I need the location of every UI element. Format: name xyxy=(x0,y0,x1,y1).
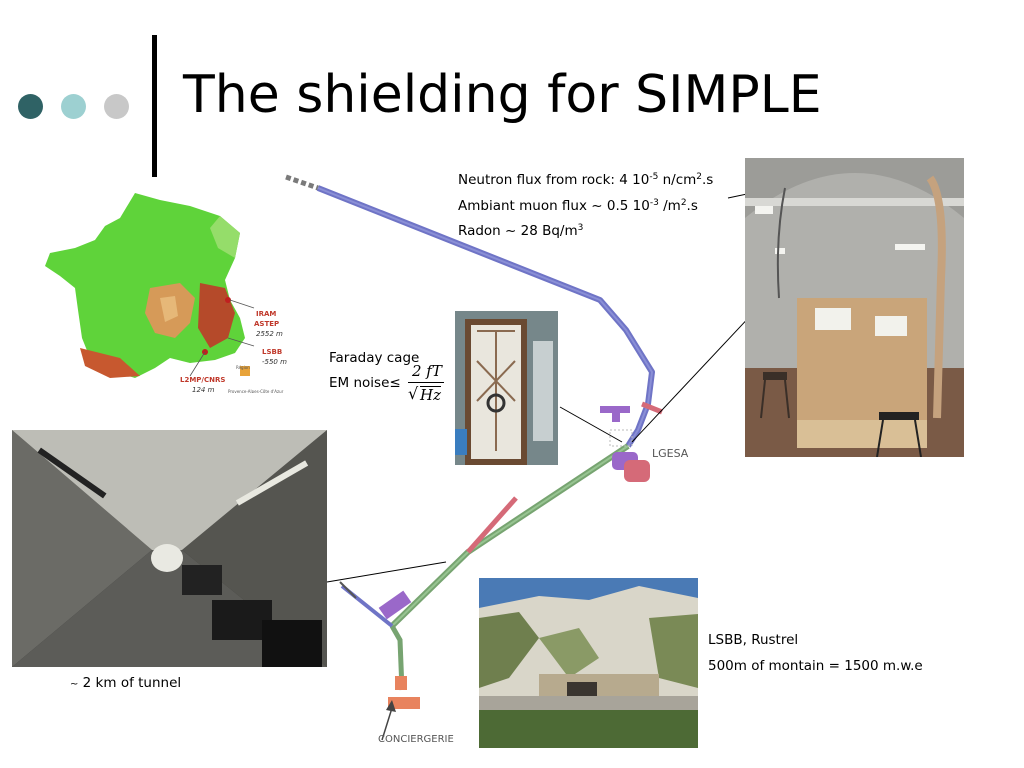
faraday-cage-label: Faraday cage xyxy=(329,350,420,366)
site-depth: 500m of montain = 1500 m.w.e xyxy=(708,658,923,674)
map-label-astep: ASTEP xyxy=(254,320,280,328)
map-label-l2mp-depth: 124 m xyxy=(192,386,215,393)
region-logo xyxy=(240,366,250,376)
decor-dot-dark xyxy=(18,94,43,119)
page-title: The shielding for SIMPLE xyxy=(183,65,822,125)
lsbb-site-photo xyxy=(479,578,698,748)
radon-text: Radon ~ 28 Bq/m3 xyxy=(458,223,584,239)
decor-dot-gray xyxy=(104,94,129,119)
decor-dot-teal xyxy=(61,94,86,119)
em-noise-formula: 2 fT √ Hz xyxy=(406,362,448,408)
conciergerie-label: CONCIERGERIE xyxy=(378,734,454,745)
formula-denominator: Hz xyxy=(420,386,441,404)
map-label-lsbb-depth: -550 m xyxy=(262,358,287,366)
map-label-iram: IRAM xyxy=(256,310,277,318)
simple-detector-photo xyxy=(745,158,964,457)
site-name: LSBB, Rustrel xyxy=(708,632,799,648)
map-label-lsbb: LSBB xyxy=(262,348,283,356)
map-label-region: Région xyxy=(236,365,250,370)
faraday-cage-photo xyxy=(455,311,558,465)
map-label-l2mp: L2MP/CNRS xyxy=(180,376,226,384)
formula-numerator: 2 fT xyxy=(412,362,442,380)
map-label-region-name: Provence-Alpes-Côte d'Azur xyxy=(228,389,284,393)
muon-flux-text: Ambiant muon flux ~ 0.5 10-3 /m2.s xyxy=(458,198,698,214)
formula-sqrt: √ xyxy=(408,384,419,403)
map-label-astep-depth: 2552 m xyxy=(256,330,283,338)
tunnel-caption: ~ 2 km of tunnel xyxy=(70,675,182,691)
title-divider xyxy=(152,35,157,177)
lgesa-label: LGESA xyxy=(652,447,689,460)
formula-bar xyxy=(408,382,444,383)
france-relief-map: IRAM ASTEP 2552 m LSBB -550 m L2MP/CNRS … xyxy=(40,188,290,393)
neutron-flux-text: Neutron flux from rock: 4 10-5 n/cm2.s xyxy=(458,172,714,188)
tunnel-photo xyxy=(12,430,327,667)
em-noise-label: EM noise≤ xyxy=(329,375,401,391)
